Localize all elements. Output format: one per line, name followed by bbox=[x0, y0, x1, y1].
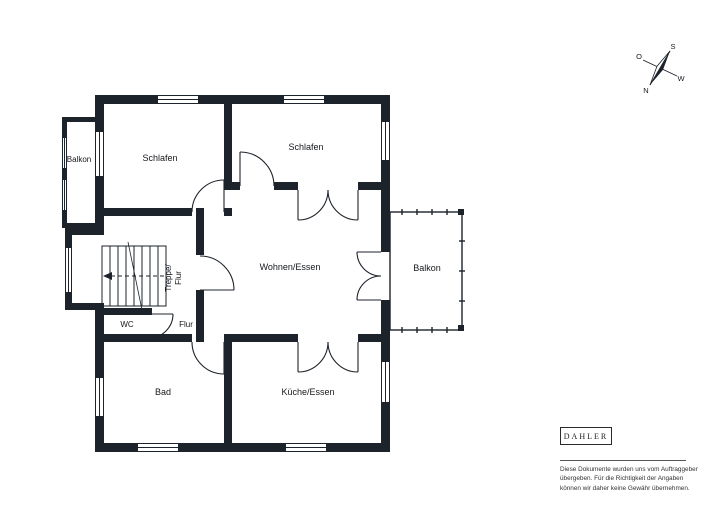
disclaimer-line: können wir daher keine Gewähr übernehmen… bbox=[560, 484, 690, 492]
window-balcony-left-a bbox=[62, 138, 67, 168]
door-schlafen-left bbox=[191, 179, 225, 213]
room-label-kueche-essen: Küche/Essen bbox=[281, 387, 334, 397]
door-flur-wohnen bbox=[199, 255, 235, 291]
windows bbox=[62, 95, 390, 452]
stairs bbox=[101, 241, 167, 311]
window-left-bath bbox=[95, 378, 104, 416]
room-label-balkon-right: Balkon bbox=[413, 263, 441, 273]
room-label-schlafen-right: Schlafen bbox=[288, 142, 323, 152]
window-top-left bbox=[158, 95, 198, 104]
room-label-treppe-flur: Flur bbox=[174, 271, 183, 285]
balcony-left-parapet bbox=[62, 117, 95, 228]
window-left-bedroom-balcony bbox=[95, 132, 104, 176]
compass-label-north: N bbox=[643, 86, 648, 95]
walls bbox=[65, 95, 390, 452]
room-label-balkon-left: Balkon bbox=[67, 155, 91, 164]
stair-direction-arrow bbox=[103, 272, 164, 280]
double-door-kueche bbox=[297, 341, 359, 373]
room-label-schlafen-left: Schlafen bbox=[142, 153, 177, 163]
room-label-treppe: Treppe/ bbox=[164, 264, 173, 292]
disclaimer-line: übergeben. Für die Richtigkeit der Angab… bbox=[560, 475, 684, 483]
compass-label-east: O bbox=[636, 52, 642, 61]
window-right-kitchen bbox=[381, 362, 390, 402]
window-bottom-right bbox=[286, 443, 326, 452]
room-label-flur: Flur bbox=[179, 320, 193, 329]
disclaimer-line: Diese Dokumente wurden uns vom Auftragge… bbox=[560, 466, 698, 473]
room-label-wc: WC bbox=[120, 320, 134, 329]
compass-rose: S O W N bbox=[636, 42, 685, 95]
window-balcony-left-b bbox=[62, 180, 67, 210]
door-schlafen-right bbox=[239, 151, 275, 187]
room-labels: Balkon Schlafen Schlafen Wohnen/Essen Ba… bbox=[67, 142, 441, 397]
balcony-right-railing bbox=[389, 209, 465, 333]
compass-label-west: W bbox=[677, 74, 685, 83]
room-label-wohnen-essen: Wohnen/Essen bbox=[260, 262, 321, 272]
door-wc bbox=[148, 313, 174, 339]
french-doors-balcony bbox=[356, 251, 382, 301]
window-top-right bbox=[284, 95, 324, 104]
compass-label-south: S bbox=[670, 42, 675, 51]
logo-divider bbox=[560, 460, 686, 461]
double-door-wohnen bbox=[297, 189, 359, 221]
window-bottom-left bbox=[138, 443, 178, 452]
room-label-bad: Bad bbox=[155, 387, 171, 397]
window-right-bedroom bbox=[381, 122, 390, 160]
compass-needle bbox=[649, 50, 671, 86]
doors bbox=[148, 151, 382, 375]
disclaimer: Diese Dokumente wurden uns vom Auftragge… bbox=[560, 465, 700, 493]
dahler-logo: DAHLER bbox=[560, 427, 612, 445]
window-stair-bumpout bbox=[65, 248, 72, 292]
door-bad bbox=[191, 341, 225, 375]
